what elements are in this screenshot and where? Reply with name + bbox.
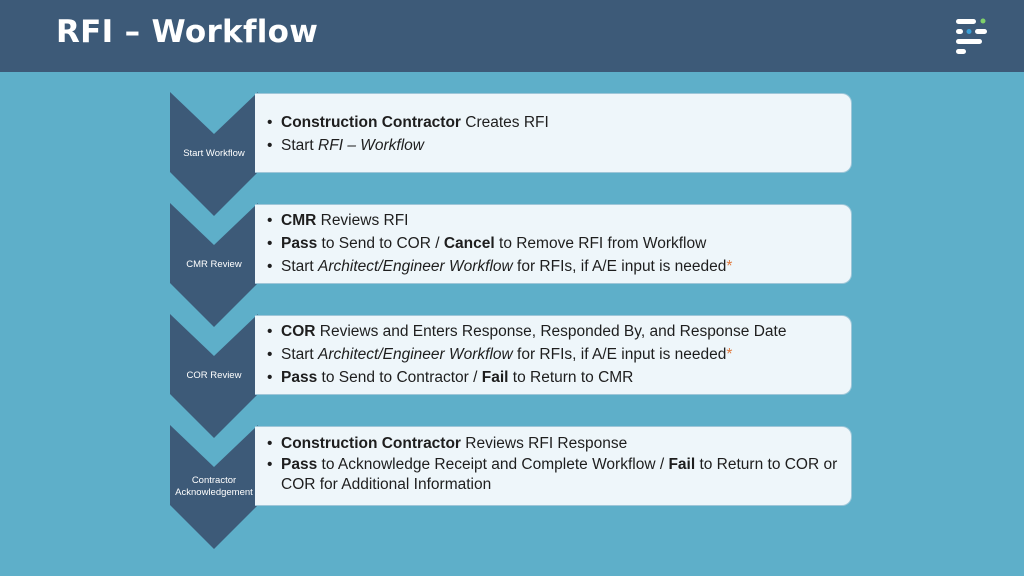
chevron-step-4 — [170, 425, 258, 549]
step-card-start-workflow: •Construction Contractor Creates RFI •St… — [255, 93, 852, 173]
chevron-step-3 — [170, 314, 258, 438]
list-item: •Start Architect/Engineer Workflow for R… — [267, 346, 733, 363]
list-item: •CMR Reviews RFI — [267, 212, 409, 229]
list-item: •Start RFI – Workflow — [267, 137, 424, 154]
list-item: •Construction Contractor Creates RFI — [267, 114, 549, 131]
header-bar: RFI – Workflow — [0, 0, 1024, 72]
step-label-start-workflow: Start Workflow — [183, 148, 245, 159]
step-label-cor-review: COR Review — [186, 370, 242, 381]
step-label-cmr-review: CMR Review — [186, 259, 242, 270]
step-card-cor-review: •COR Reviews and Enters Response, Respon… — [255, 315, 852, 395]
chevron-step-2 — [170, 203, 258, 327]
step-card-cmr-review: •CMR Reviews RFI •Pass to Send to COR / … — [255, 204, 852, 284]
list-item: •Start Architect/Engineer Workflow for R… — [267, 258, 733, 275]
step-label-contractor-acknowledgement: Contractor Acknowledgement — [175, 475, 253, 498]
list-item: •Construction Contractor Reviews RFI Res… — [267, 435, 628, 452]
brand-logo-icon — [956, 18, 987, 54]
list-item: •Pass to Send to COR / Cancel to Remove … — [267, 235, 707, 252]
list-item: •COR Reviews and Enters Response, Respon… — [267, 323, 787, 340]
list-item: •Pass to Send to Contractor / Fail to Re… — [267, 369, 634, 386]
page-title: RFI – Workflow — [56, 14, 319, 50]
step-card-contractor-acknowledgement: •Construction Contractor Reviews RFI Res… — [255, 426, 852, 506]
chevron-step-1 — [170, 92, 258, 216]
list-item: •Pass to Acknowledge Receipt and Complet… — [267, 456, 838, 493]
